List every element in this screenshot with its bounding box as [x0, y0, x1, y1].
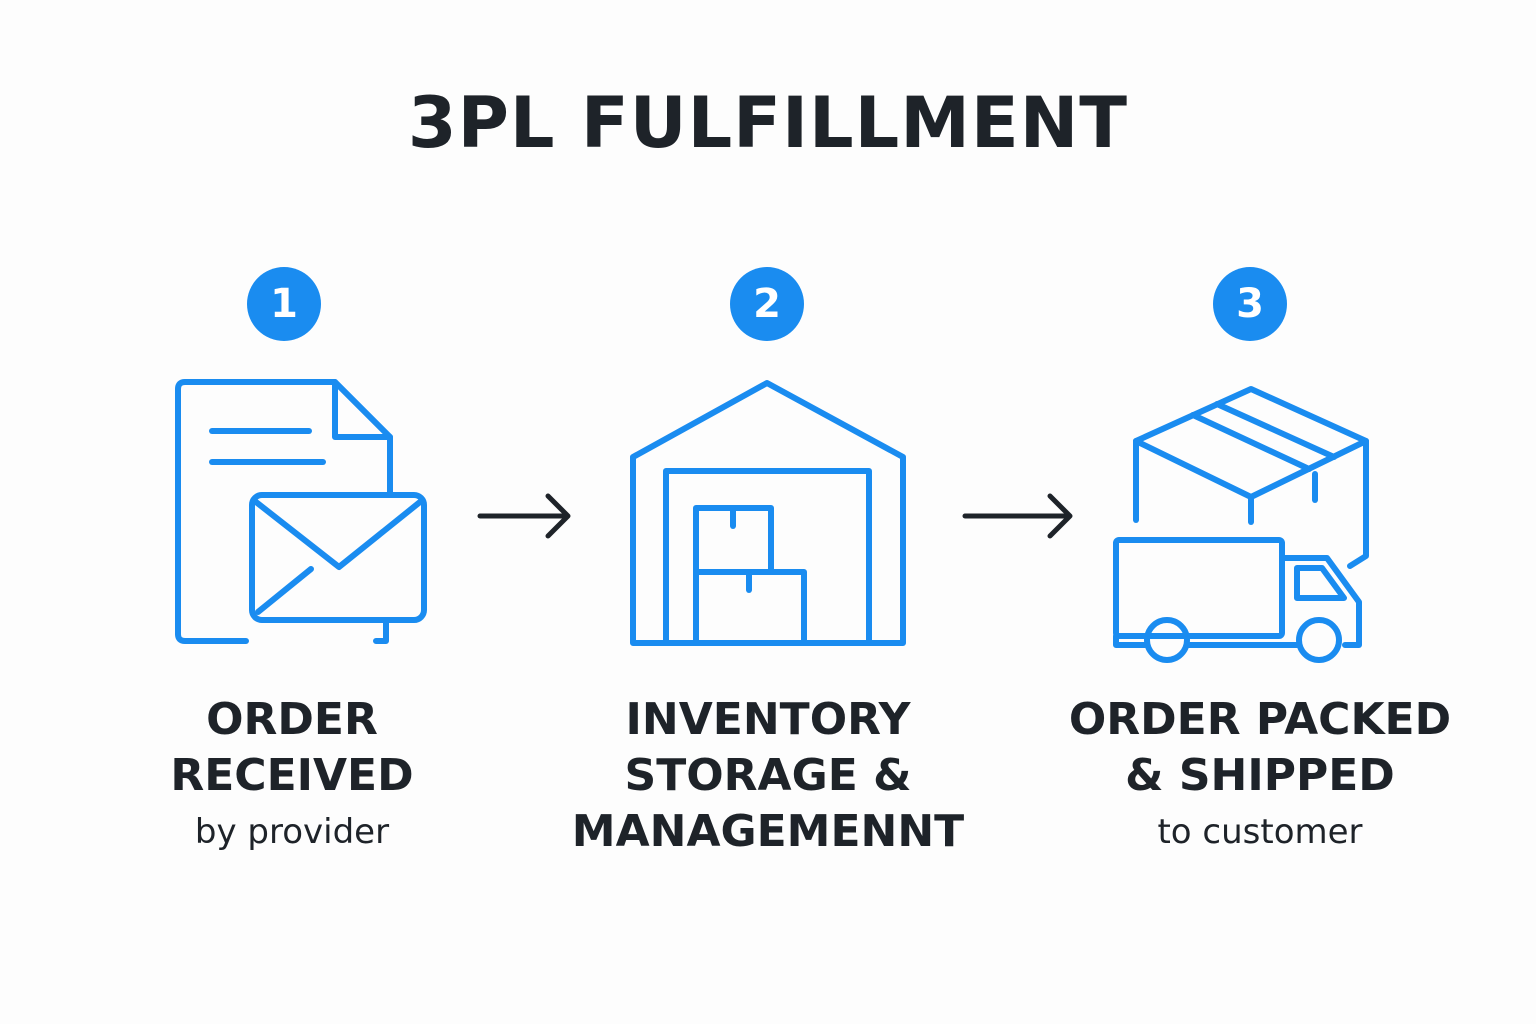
- step-2-title-line-3: MANAGEMENNT: [571, 806, 965, 857]
- diagram-title: 3PL FULFILLMENT: [407, 82, 1129, 164]
- step-3-label: ORDER PACKED & SHIPPED to customer: [1050, 692, 1470, 860]
- step-1-subtitle: by provider: [194, 812, 390, 852]
- step-2-label: INVENTORY STORAGE & MANAGEMENNT: [548, 692, 988, 860]
- step-1-title-line-2: RECEIVED: [170, 750, 414, 801]
- step-1-number-badge: 1: [247, 267, 321, 341]
- step-3-number-badge: 3: [1213, 267, 1287, 341]
- step-1-title-line-1: ORDER: [206, 694, 378, 745]
- step-3-subtitle: to customer: [1157, 812, 1363, 852]
- step-2-title-line-1: INVENTORY: [625, 694, 911, 745]
- step-3-title-line-1: ORDER PACKED: [1068, 694, 1452, 745]
- step-2-number-badge: 2: [730, 267, 804, 341]
- step-2-title-line-2: STORAGE &: [624, 750, 912, 801]
- step-1-label: ORDER RECEIVED by provider: [126, 692, 458, 860]
- step-3-title-line-2: & SHIPPED: [1125, 750, 1395, 801]
